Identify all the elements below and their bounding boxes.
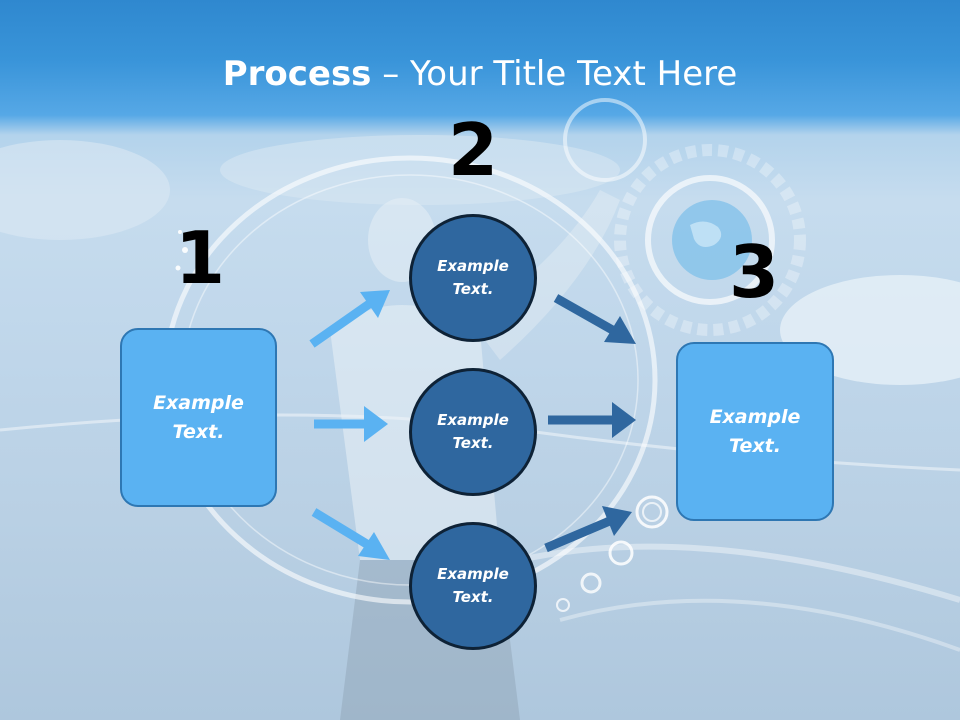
box-text-line: Text. [172, 420, 225, 443]
circle-text-line: Example [437, 565, 509, 583]
slide-title: Process – Your Title Text Here [0, 52, 960, 96]
title-bold: Process [222, 54, 372, 94]
circle-text-line: Text. [452, 588, 494, 606]
bubble-icon [175, 265, 181, 271]
circle-text-line: Example [437, 411, 509, 429]
arrow-right-up-icon [544, 506, 632, 553]
arrow-right-up-icon [309, 290, 390, 348]
globe-icon [690, 221, 722, 247]
arrow-right-icon [548, 402, 636, 438]
box-text-line: Example [153, 391, 244, 414]
cloud-shape [0, 140, 170, 240]
process-circle-middle[interactable]: Example Text. [409, 368, 537, 496]
bubble-icon [178, 230, 182, 234]
bubble-icon [556, 598, 570, 612]
bubble-icon [182, 247, 188, 253]
box-text: Example Text. [710, 403, 801, 461]
bubble-icon [642, 502, 662, 522]
process-box-right[interactable]: Example Text. [676, 342, 834, 521]
bubble-icon [635, 495, 669, 529]
box-text-line: Text. [729, 434, 781, 457]
process-circle-top[interactable]: Example Text. [409, 214, 537, 342]
title-rest: – Your Title Text Here [371, 54, 738, 94]
globe-ring [645, 175, 775, 305]
box-text-line: Example [709, 405, 801, 428]
process-circle-bottom[interactable]: Example Text. [409, 522, 537, 650]
bubble-icon [580, 572, 602, 594]
step-number-3: 3 [728, 230, 780, 314]
process-box-left[interactable]: Example Text. [120, 328, 277, 507]
swoosh-line [519, 543, 960, 603]
swoosh-line [559, 598, 960, 652]
step-number-2: 2 [447, 108, 499, 192]
step-number-1: 1 [174, 216, 226, 300]
cloud-shape [220, 135, 620, 205]
arrow-right-down-icon [311, 508, 390, 560]
globe-ring [614, 144, 806, 336]
circle-text-line: Example [437, 257, 509, 275]
box-text: Example Text. [153, 389, 244, 447]
bubble-icon [608, 540, 634, 566]
holo-ring [563, 98, 647, 182]
circle-text-line: Text. [452, 280, 494, 298]
arrow-right-icon [314, 406, 388, 442]
arrow-right-down-icon [553, 294, 636, 344]
circle-text-line: Text. [452, 434, 494, 452]
